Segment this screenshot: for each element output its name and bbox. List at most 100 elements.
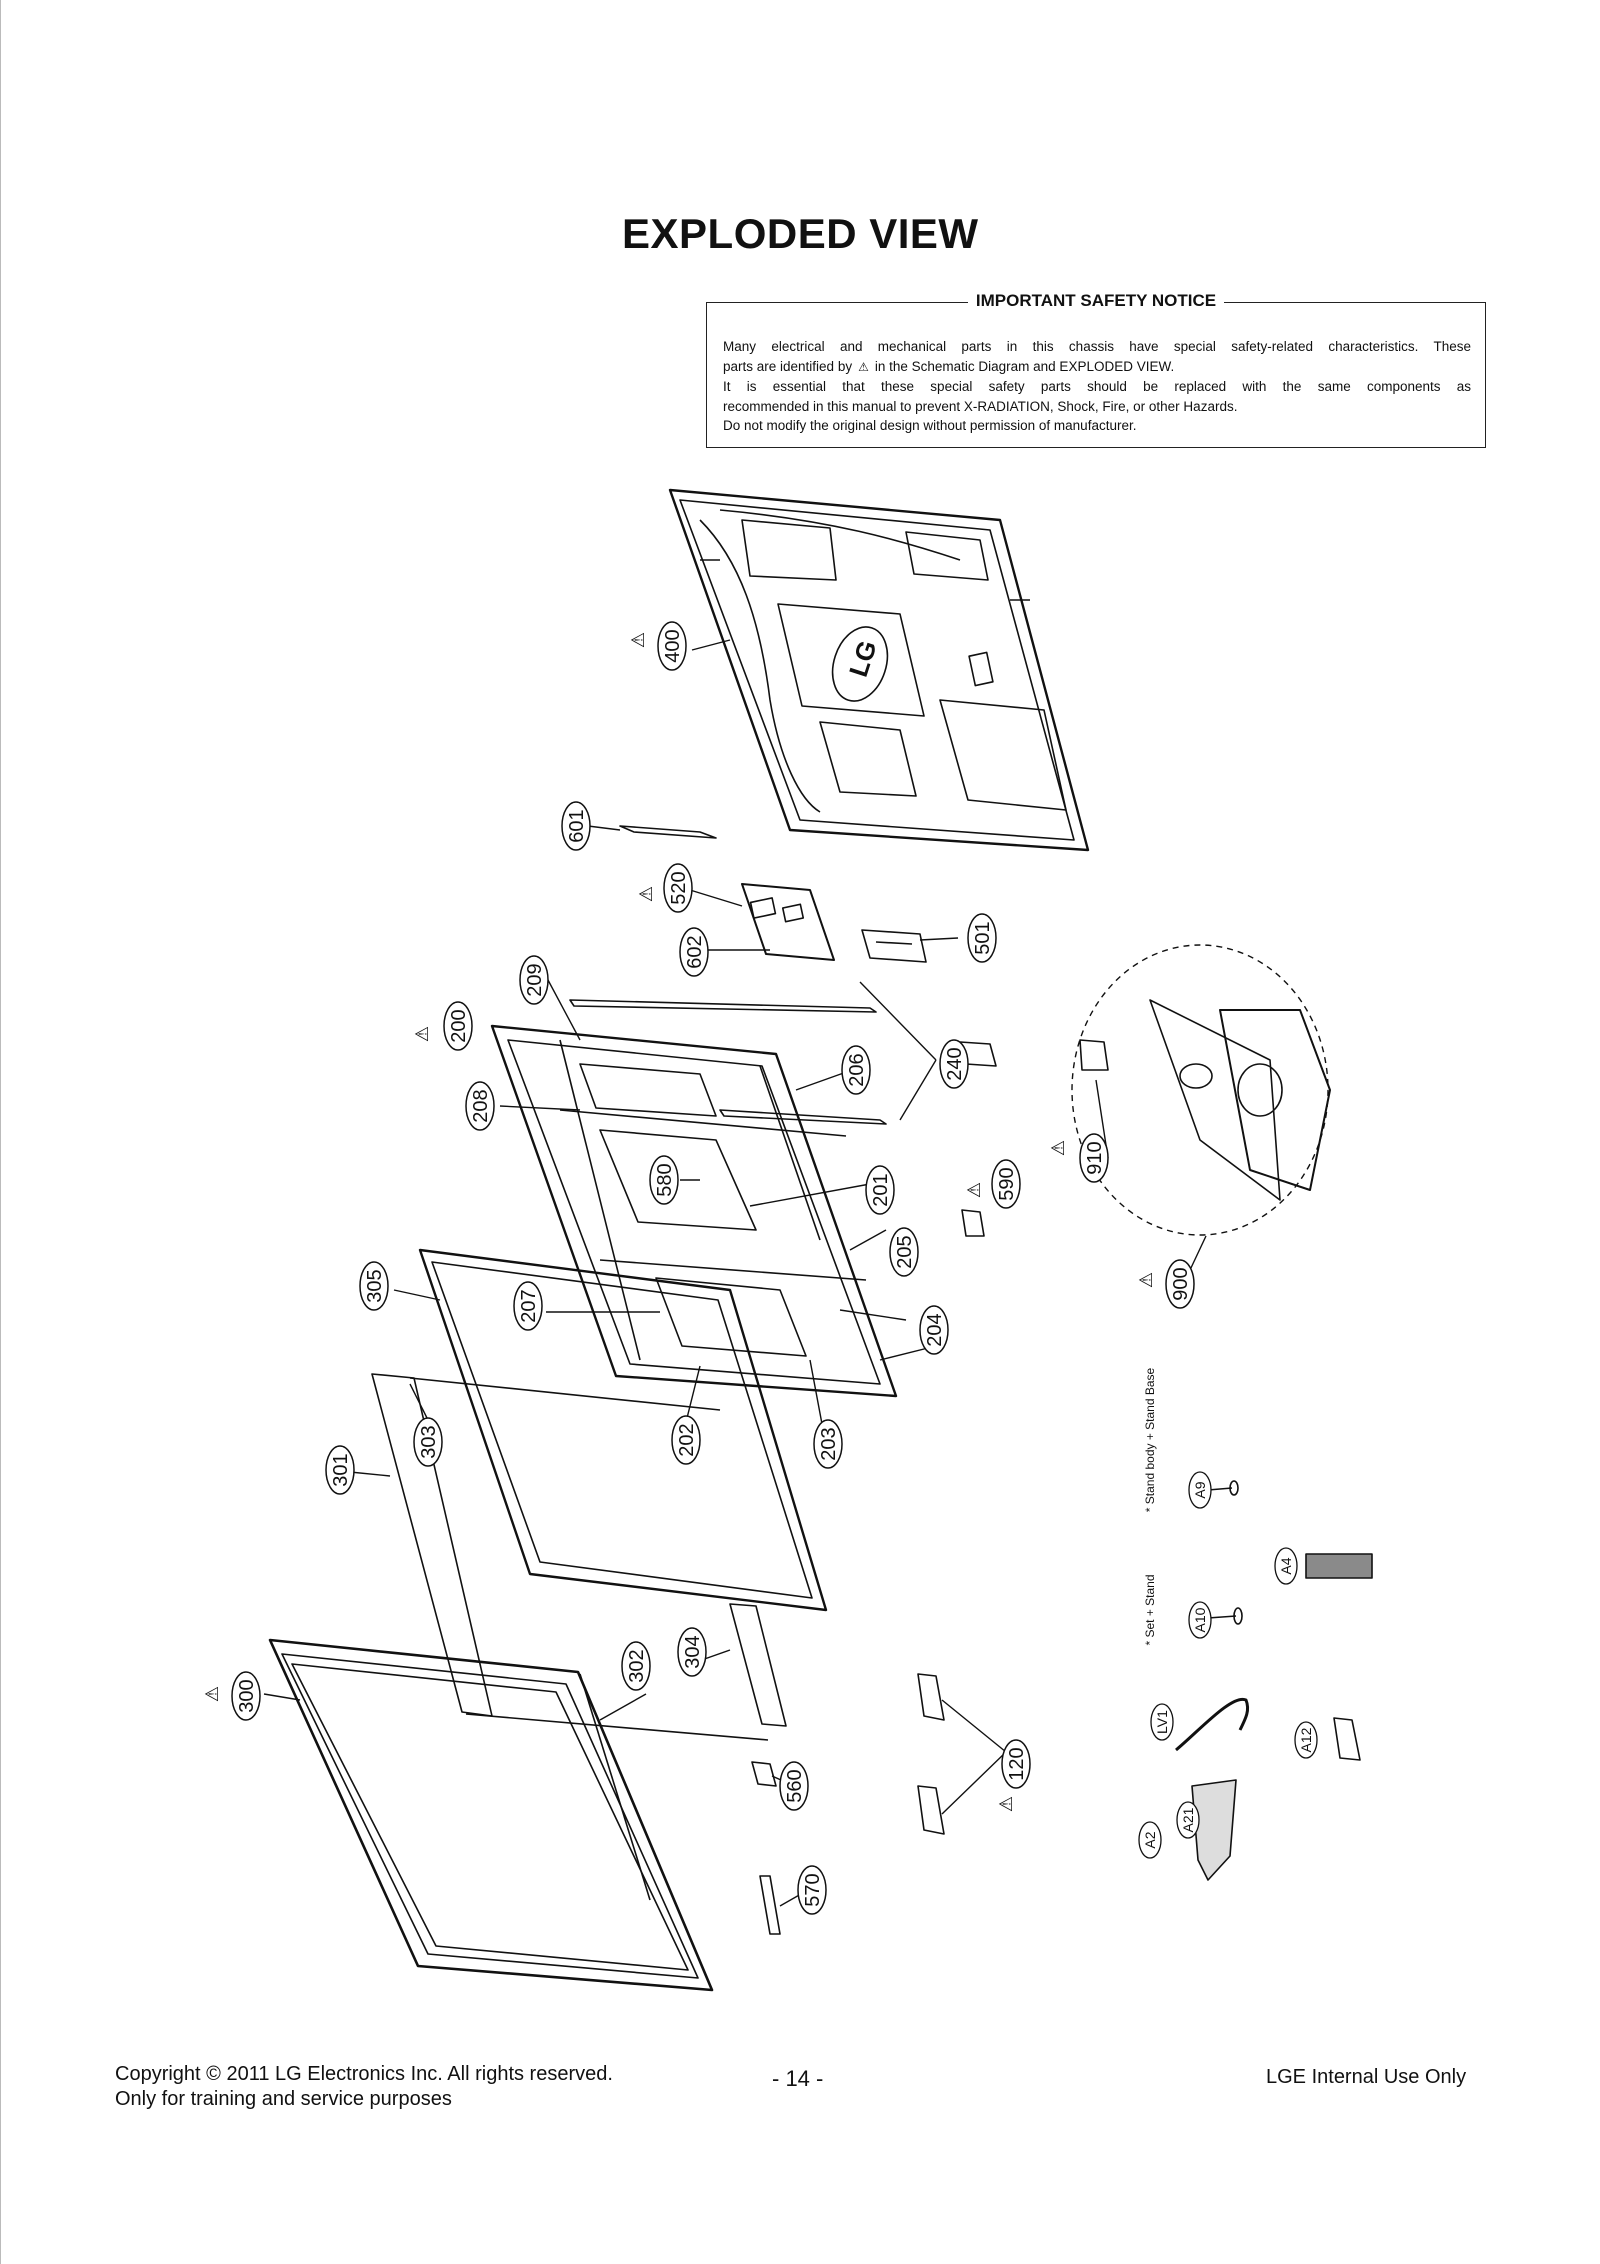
callout-910: 910 (1079, 1133, 1109, 1183)
callout-ring-520 (663, 863, 693, 913)
callout-200: 200 (443, 1001, 473, 1051)
callout-number-560: 560 (784, 1769, 806, 1802)
notice-line-3: It is essential that these special safet… (723, 379, 1471, 394)
footer-left: Copyright © 2011 LG Electronics Inc. All… (115, 2062, 613, 2112)
callout-300: 300 (231, 1671, 261, 1721)
callout-number-200: 200 (448, 1009, 470, 1042)
accessory-ring-a2 (1138, 1821, 1162, 1859)
callout-ring-209 (519, 955, 549, 1005)
callout-ring-501 (967, 913, 997, 963)
callout-201: 201 (865, 1165, 895, 1215)
accessory-text-a9: A9 (1192, 1481, 1208, 1498)
bracket-a12-drawing (1333, 1717, 1361, 1761)
callout-ring-400 (657, 621, 687, 671)
control-120b-drawing (917, 1785, 945, 1835)
callout-ring-303 (413, 1417, 443, 1467)
callout-301: 301 (325, 1445, 355, 1495)
accessory-label-a4: A4 (1274, 1547, 1298, 1585)
accessory-label-lv1: LV1 (1150, 1703, 1174, 1741)
callout-number-580: 580 (654, 1163, 676, 1196)
part-590-drawing (961, 1209, 985, 1237)
accessory-text-a10: A10 (1192, 1607, 1208, 1632)
callout-number-304: 304 (682, 1635, 704, 1668)
purpose-text: Only for training and service purposes (115, 2088, 452, 2110)
callout-900: 900 (1165, 1259, 1195, 1309)
safety-notice-heading: IMPORTANT SAFETY NOTICE (967, 291, 1225, 310)
accessory-text-a2: A2 (1142, 1831, 1158, 1848)
callout-501: 501 (967, 913, 997, 963)
callout-ring-204 (919, 1305, 949, 1355)
accessory-ring-a4 (1274, 1547, 1298, 1585)
notice-line-1: Many electrical and mechanical parts in … (723, 339, 1471, 354)
accessory-text-a21: A21 (1180, 1807, 1196, 1832)
page-number: - 14 - (772, 2066, 824, 2091)
callout-ring-240 (939, 1039, 969, 1089)
callout-ring-304 (677, 1627, 707, 1677)
callout-ring-205 (889, 1227, 919, 1277)
callout-number-900: 900 (1170, 1267, 1192, 1300)
warning-triangle-icon: ⚠ (202, 1686, 222, 1702)
callout-number-240: 240 (944, 1047, 966, 1080)
callout-ring-208 (465, 1081, 495, 1131)
callout-303: 303 (413, 1417, 443, 1467)
internal-use-text: LGE Internal Use Only (1266, 2066, 1467, 2088)
callout-570: 570 (797, 1865, 827, 1915)
accessory-label-a21: A21 (1176, 1801, 1200, 1839)
callout-ring-300 (231, 1671, 261, 1721)
callout-number-302: 302 (626, 1649, 648, 1682)
callout-number-300: 300 (236, 1679, 258, 1712)
callout-302: 302 (621, 1641, 651, 1691)
callout-206: 206 (841, 1045, 871, 1095)
remote-a21-drawing (1191, 1779, 1237, 1881)
callout-ring-590 (991, 1159, 1021, 1209)
callout-number-602: 602 (684, 935, 706, 968)
callout-ring-910 (1079, 1133, 1109, 1183)
callout-ring-302 (621, 1641, 651, 1691)
warning-triangle-icon: ⚠ (1048, 1140, 1068, 1156)
callout-400: 400 (657, 621, 687, 671)
copyright-text: Copyright © 2011 LG Electronics Inc. All… (115, 2063, 613, 2085)
part-570-drawing (759, 1875, 781, 1935)
callout-ring-305 (359, 1261, 389, 1311)
callout-number-204: 204 (924, 1313, 946, 1346)
accessory-label-a9_note: * Stand body + Stand Base (1143, 1367, 1157, 1512)
accessory-text-a4: A4 (1278, 1557, 1294, 1574)
callout-ring-120 (1001, 1739, 1031, 1789)
bracket-601-drawing (619, 825, 717, 839)
callout-number-590: 590 (996, 1167, 1018, 1200)
stand-drawing (1071, 944, 1331, 1236)
callout-207: 207 (513, 1281, 543, 1331)
front-cover-drawing (268, 1638, 714, 1992)
callout-203: 203 (813, 1419, 843, 1469)
callout-ring-201 (865, 1165, 895, 1215)
accessory-ring-a12 (1294, 1721, 1318, 1759)
callout-number-301: 301 (330, 1453, 352, 1486)
warning-triangle-icon: ⚠ (996, 1796, 1016, 1812)
callout-number-202: 202 (676, 1423, 698, 1456)
callout-number-120: 120 (1006, 1747, 1028, 1780)
page-edge (0, 0, 1, 2264)
callout-560: 560 (779, 1761, 809, 1811)
accessory-label-a12: A12 (1294, 1721, 1318, 1759)
warning-triangle-icon: ⚠ (636, 886, 656, 902)
callout-120: 120 (1001, 1739, 1031, 1789)
notice-line-4: recommended in this manual to prevent X-… (723, 398, 1238, 414)
callout-number-203: 203 (818, 1427, 840, 1460)
accessory-text-a10_note: * Set + Stand (1143, 1574, 1157, 1645)
callout-305: 305 (359, 1261, 389, 1311)
notice-line-2: parts are identified by⚠in the Schematic… (723, 357, 1471, 378)
accessory-ring-a10 (1188, 1601, 1212, 1639)
safety-notice-box: IMPORTANT SAFETY NOTICE Many electrical … (706, 291, 1486, 448)
callout-601: 601 (561, 801, 591, 851)
main-board-drawing (741, 883, 927, 963)
side-frame-304-drawing (729, 1603, 787, 1727)
notice-line-5: Do not modify the original design withou… (723, 418, 1137, 433)
callout-number-910: 910 (1084, 1141, 1106, 1174)
callout-ring-570 (797, 1865, 827, 1915)
leader-lines (263, 639, 1207, 1907)
callout-590: 590 (991, 1159, 1021, 1209)
warning-triangle-icon: ⚠ (858, 359, 869, 374)
accessory-label-a2: A2 (1138, 1821, 1162, 1859)
